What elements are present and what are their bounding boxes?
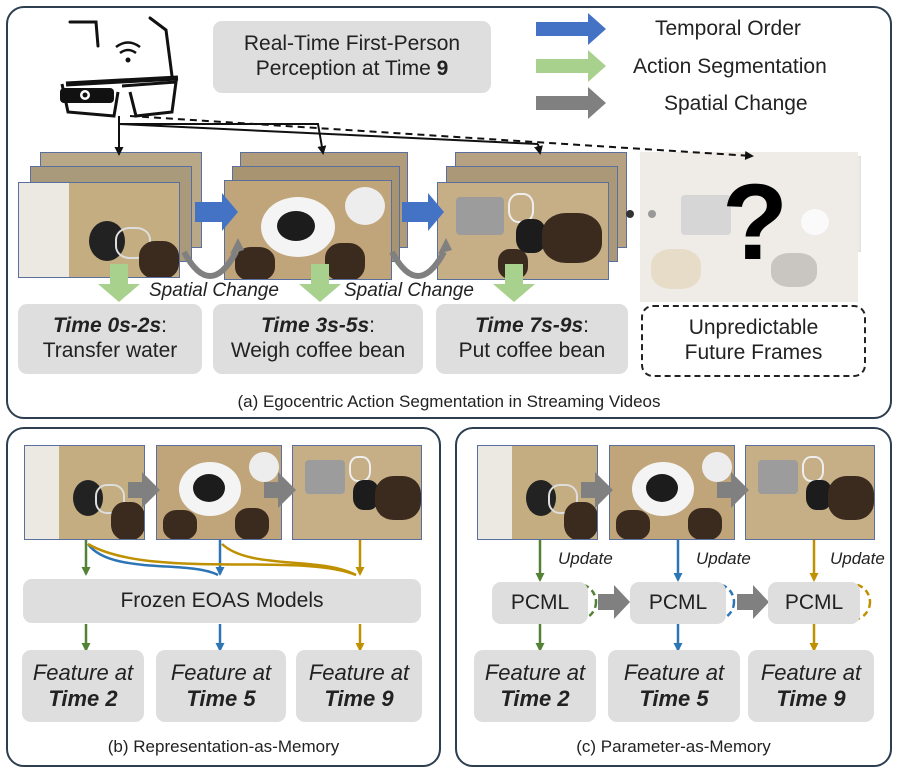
panel-c-feature-3: Feature at Time 9 xyxy=(748,650,874,722)
panel-b-frame-1 xyxy=(24,445,145,540)
panel-b-caption: (b) Representation-as-Memory xyxy=(107,737,340,756)
perception-title-line1: Real-Time First-Person xyxy=(243,32,461,56)
segment-time-1: Time 0s-2s xyxy=(52,314,162,338)
question-mark: ? xyxy=(722,161,788,282)
segment-time-3: Time 7s-9s xyxy=(474,314,584,338)
panel-c-frame-2 xyxy=(609,445,735,540)
panel-c-frame-3 xyxy=(745,445,875,540)
pcml-box-3: PCML xyxy=(768,582,860,624)
update-label-1: Update xyxy=(558,549,613,568)
panel-b-frame-3 xyxy=(292,445,422,540)
legend-segmentation-label: Action Segmentation xyxy=(633,55,827,78)
segment-box-2: Time 3s-5s: Weigh coffee bean xyxy=(213,304,423,374)
frozen-eoas-models-box: Frozen EOAS Models xyxy=(23,579,421,623)
panel-b-feature-time-1: Time 2 xyxy=(48,686,118,711)
legend-temporal-label: Temporal Order xyxy=(655,17,801,40)
segment-action-1: Transfer water xyxy=(42,339,178,362)
spatial-change-label-2: Spatial Change xyxy=(344,280,474,301)
panel-c-frame-1 xyxy=(477,445,598,540)
future-line1: Unpredictable xyxy=(688,316,819,340)
frame-put-coffee xyxy=(437,182,609,280)
segment-action-2: Weigh coffee bean xyxy=(230,339,406,362)
panel-c-feature-time-3: Time 9 xyxy=(776,686,846,711)
perception-title-line2: Perception at Time xyxy=(255,57,437,80)
update-label-2: Update xyxy=(696,549,751,568)
spatial-change-label-1: Spatial Change xyxy=(149,280,279,301)
segment-action-3: Put coffee bean xyxy=(458,339,606,362)
panel-c-feature-time-1: Time 2 xyxy=(500,686,570,711)
frame-transfer-water xyxy=(18,182,180,278)
frame-weigh-coffee xyxy=(224,180,392,280)
pcml-box-2: PCML xyxy=(630,582,726,624)
future-line2: Future Frames xyxy=(684,341,823,364)
panel-b-feature-time-2: Time 5 xyxy=(186,686,256,711)
frozen-eoas-label: Frozen EOAS Models xyxy=(120,588,324,612)
perception-title-box: Real-Time First-Person Perception at Tim… xyxy=(213,21,491,93)
future-frames-box: Unpredictable Future Frames xyxy=(641,305,866,377)
pcml-box-1: PCML xyxy=(492,582,588,624)
panel-b-feature-2: Feature at Time 5 xyxy=(156,650,286,722)
segment-box-1: Time 0s-2s: Transfer water xyxy=(18,304,202,374)
segment-box-3: Time 7s-9s: Put coffee bean xyxy=(436,304,628,374)
panel-a-caption: (a) Egocentric Action Segmentation in St… xyxy=(237,392,661,411)
legend-spatial-label: Spatial Change xyxy=(664,92,808,115)
panel-b-frame-2 xyxy=(156,445,282,540)
panel-c-feature-1: Feature at Time 2 xyxy=(474,650,596,722)
panel-c-caption: (c) Parameter-as-Memory xyxy=(576,737,771,756)
panel-c-feature-time-2: Time 5 xyxy=(639,686,709,711)
panel-b-feature-3: Feature at Time 9 xyxy=(296,650,422,722)
perception-time: 9 xyxy=(436,57,449,80)
segment-time-2: Time 3s-5s xyxy=(260,314,370,338)
panel-b-feature-time-3: Time 9 xyxy=(324,686,394,711)
panel-b-feature-1: Feature at Time 2 xyxy=(22,650,144,722)
update-label-3: Update xyxy=(830,549,885,568)
panel-c-feature-2: Feature at Time 5 xyxy=(608,650,740,722)
